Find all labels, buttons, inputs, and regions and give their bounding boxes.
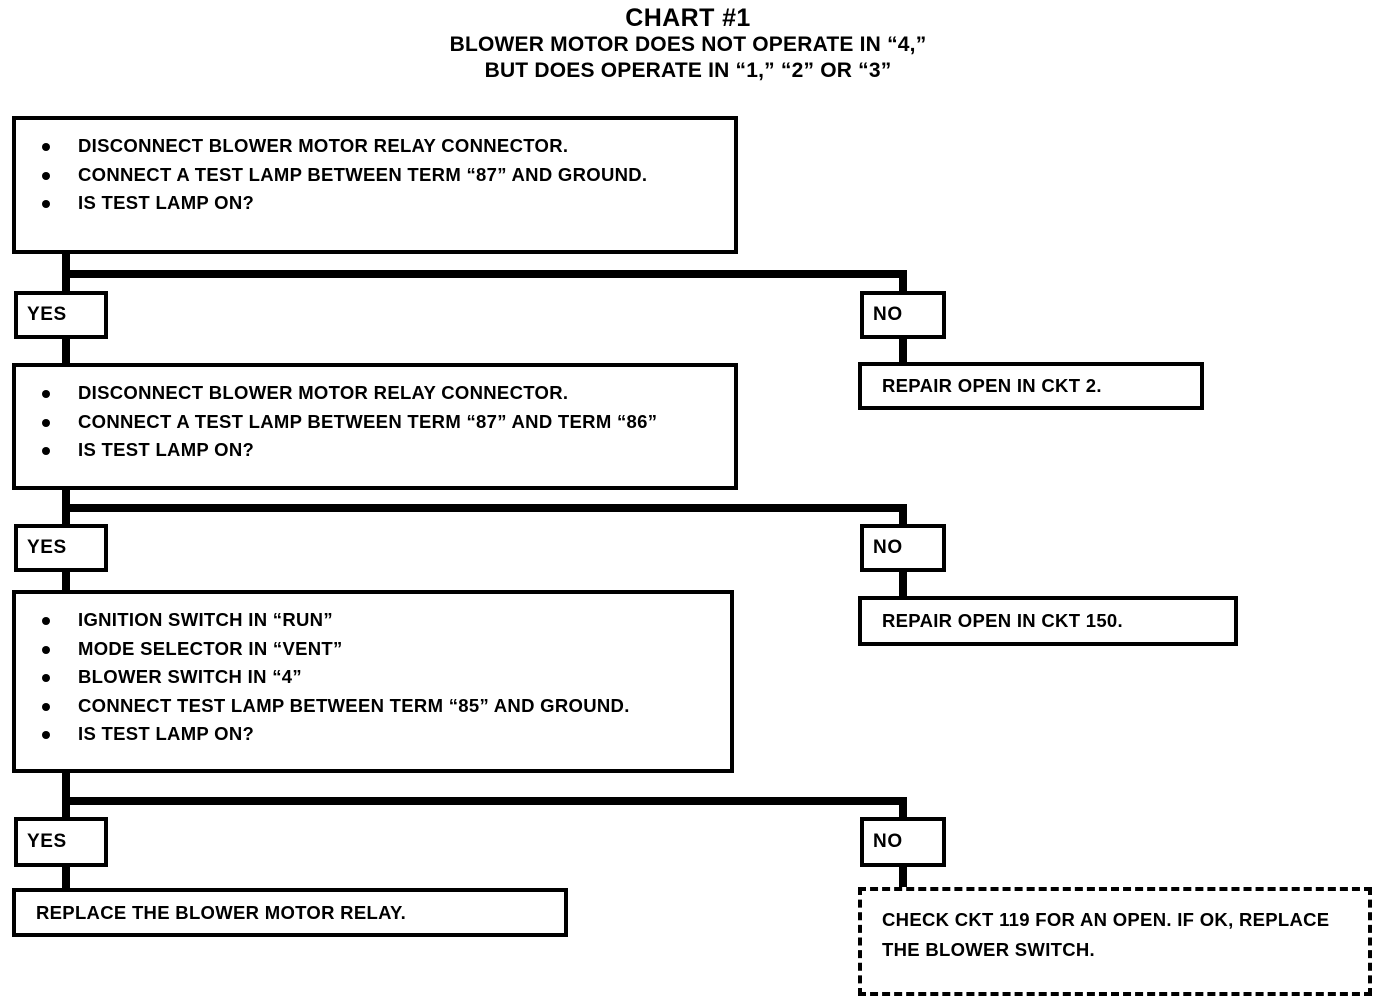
result-text: REPAIR OPEN IN CKT 150.	[882, 610, 1123, 631]
connector-step3-to-yes	[62, 797, 70, 819]
branch-yes-step-1[interactable]: YES	[14, 291, 108, 339]
branch-yes-step-3[interactable]: YES	[14, 817, 108, 867]
list-item: MODE SELECTOR IN “VENT”	[16, 635, 720, 664]
branch-no-label: NO	[873, 537, 903, 558]
connector-step2-stem	[62, 488, 70, 508]
connector-step1-to-no	[899, 270, 907, 294]
list-item: CONNECT TEST LAMP BETWEEN TERM “85” AND …	[16, 692, 720, 721]
connector-step2-to-no	[899, 504, 907, 526]
result-text: REPAIR OPEN IN CKT 2.	[882, 375, 1102, 396]
result-text: REPLACE THE BLOWER MOTOR RELAY.	[36, 901, 407, 923]
connector-yes3-to-result	[62, 866, 70, 890]
connector-step3-to-no	[899, 797, 907, 819]
connector-no3-to-result	[899, 866, 907, 890]
connector-step1-stem	[62, 252, 70, 276]
chart-title-block: CHART #1 BLOWER MOTOR DOES NOT OPERATE I…	[0, 4, 1376, 84]
decision-box-step-3[interactable]: IGNITION SWITCH IN “RUN” MODE SELECTOR I…	[12, 590, 734, 773]
branch-no-step-1[interactable]: NO	[860, 291, 946, 339]
decision-box-step-1-bullets: DISCONNECT BLOWER MOTOR RELAY CONNECTOR.…	[16, 120, 734, 228]
list-item: IS TEST LAMP ON?	[16, 720, 720, 749]
branch-yes-label: YES	[27, 304, 67, 325]
branch-yes-label: YES	[27, 537, 67, 558]
decision-box-step-3-bullets: IGNITION SWITCH IN “RUN” MODE SELECTOR I…	[16, 594, 730, 759]
list-item: IS TEST LAMP ON?	[16, 189, 724, 218]
branch-no-label: NO	[873, 304, 903, 325]
list-item: DISCONNECT BLOWER MOTOR RELAY CONNECTOR.	[16, 132, 724, 161]
connector-no1-to-result	[899, 338, 907, 364]
branch-no-label: NO	[873, 831, 903, 852]
result-box-repair-ckt-150[interactable]: REPAIR OPEN IN CKT 150.	[858, 596, 1238, 646]
chart-subtitle-line-1: BLOWER MOTOR DOES NOT OPERATE IN “4,”	[449, 33, 927, 56]
branch-no-step-2[interactable]: NO	[860, 524, 946, 572]
list-item: IGNITION SWITCH IN “RUN”	[16, 606, 720, 635]
result-box-repair-ckt-2[interactable]: REPAIR OPEN IN CKT 2.	[858, 362, 1204, 410]
connector-step2-branch-bar	[62, 504, 907, 512]
result-text: CHECK CKT 119 FOR AN OPEN. IF OK, REPLAC…	[882, 909, 1330, 960]
decision-box-step-2-bullets: DISCONNECT BLOWER MOTOR RELAY CONNECTOR.…	[16, 367, 734, 475]
connector-step1-branch-bar	[62, 270, 907, 278]
list-item: CONNECT A TEST LAMP BETWEEN TERM “87” AN…	[16, 408, 724, 437]
list-item: DISCONNECT BLOWER MOTOR RELAY CONNECTOR.	[16, 379, 724, 408]
connector-step1-to-yes	[62, 270, 70, 294]
list-item: BLOWER SWITCH IN “4”	[16, 663, 720, 692]
decision-box-step-1[interactable]: DISCONNECT BLOWER MOTOR RELAY CONNECTOR.…	[12, 116, 738, 254]
branch-yes-step-2[interactable]: YES	[14, 524, 108, 572]
connector-yes2-to-step3	[62, 571, 70, 593]
result-box-check-ckt-119[interactable]: CHECK CKT 119 FOR AN OPEN. IF OK, REPLAC…	[858, 887, 1372, 996]
page-title: CHART #1	[625, 4, 751, 32]
list-item: CONNECT A TEST LAMP BETWEEN TERM “87” AN…	[16, 161, 724, 190]
decision-box-step-2[interactable]: DISCONNECT BLOWER MOTOR RELAY CONNECTOR.…	[12, 363, 738, 490]
connector-step3-stem	[62, 771, 70, 799]
connector-no2-to-result	[899, 571, 907, 597]
connector-step3-branch-bar	[62, 797, 907, 805]
connector-step2-to-yes	[62, 504, 70, 526]
list-item: IS TEST LAMP ON?	[16, 436, 724, 465]
branch-yes-label: YES	[27, 831, 67, 852]
connector-yes1-to-step2	[62, 338, 70, 366]
chart-subtitle-line-2: BUT DOES OPERATE IN “1,” “2” OR “3”	[484, 59, 892, 82]
result-box-replace-relay[interactable]: REPLACE THE BLOWER MOTOR RELAY.	[12, 888, 568, 937]
branch-no-step-3[interactable]: NO	[860, 817, 946, 867]
